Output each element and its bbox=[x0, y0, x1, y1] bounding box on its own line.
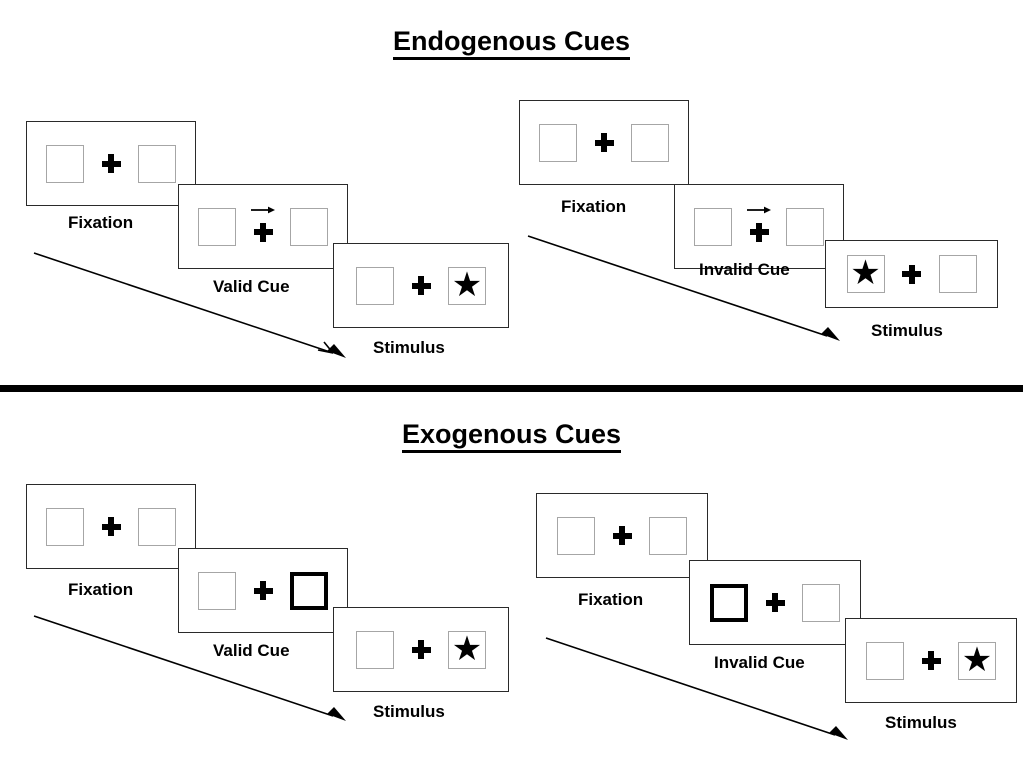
star-icon: ★ bbox=[451, 629, 483, 668]
endogenous-title-text: Endogenous Cues bbox=[392, 26, 630, 60]
star-icon: ★ bbox=[961, 640, 993, 679]
stimulus-box-left bbox=[694, 207, 732, 246]
stimulus-box-left bbox=[46, 507, 84, 546]
fixation-center bbox=[407, 628, 435, 672]
stimulus-box-left bbox=[356, 630, 394, 669]
stimulus-box-left bbox=[557, 516, 595, 555]
stimulus-box-left bbox=[198, 207, 236, 246]
stimulus-box-right: ★ bbox=[448, 629, 486, 669]
panel-exogenous-invalid-stimulus[interactable]: ★ bbox=[845, 618, 1017, 703]
fixation-center bbox=[407, 264, 435, 308]
stimulus-box-left bbox=[356, 266, 394, 305]
panel-content bbox=[690, 561, 860, 644]
panel-endogenous-valid-stimulus[interactable]: ★ bbox=[333, 243, 509, 328]
time-arrow-exogenous-invalid bbox=[545, 637, 848, 740]
stimulus-box-right bbox=[138, 507, 176, 546]
stimulus-box-left bbox=[866, 641, 904, 680]
fixation-cross-icon bbox=[101, 517, 121, 536]
endogenous-section-title: Endogenous Cues bbox=[0, 26, 1023, 60]
cue-arrow-right-icon bbox=[251, 206, 275, 213]
label-endogenous-valid-stimulus: Stimulus bbox=[373, 338, 445, 357]
exogenous-title-text: Exogenous Cues bbox=[401, 419, 622, 453]
fixation-center bbox=[761, 581, 789, 625]
fixation-cross-icon bbox=[612, 526, 632, 545]
panel-content bbox=[179, 185, 347, 268]
stimulus-box-right bbox=[786, 207, 824, 246]
panel-content bbox=[675, 185, 843, 268]
fixation-cross-icon bbox=[411, 276, 431, 295]
stimulus-box-right bbox=[138, 144, 176, 183]
section-divider bbox=[0, 385, 1023, 392]
panel-content: ★ bbox=[846, 619, 1016, 702]
label-endogenous-valid-cue: Valid Cue bbox=[213, 277, 290, 296]
stimulus-box-left bbox=[198, 571, 236, 610]
stimulus-box-right bbox=[802, 583, 840, 622]
panel-content bbox=[27, 485, 195, 568]
panel-content bbox=[179, 549, 347, 632]
fixation-center bbox=[97, 505, 125, 549]
fixation-cross-icon bbox=[765, 593, 785, 612]
star-icon: ★ bbox=[850, 254, 881, 292]
label-endogenous-valid-fixation: Fixation bbox=[68, 213, 134, 232]
panel-endogenous-invalid-cue[interactable] bbox=[674, 184, 844, 269]
stimulus-box-right: ★ bbox=[448, 265, 486, 305]
stimulus-box-left bbox=[46, 144, 84, 183]
fixation-cross-icon bbox=[594, 133, 614, 152]
panel-exogenous-valid-stimulus[interactable]: ★ bbox=[333, 607, 509, 692]
fixation-center bbox=[590, 121, 618, 165]
fixation-cross-icon bbox=[253, 222, 273, 242]
label-exogenous-invalid-cue: Invalid Cue bbox=[714, 653, 805, 672]
panel-content: ★ bbox=[334, 608, 508, 691]
stimulus-box-left bbox=[539, 123, 577, 162]
stimulus-box-right: ★ bbox=[958, 640, 996, 680]
stimulus-box-right bbox=[938, 255, 977, 293]
star-icon: ★ bbox=[451, 265, 483, 304]
fixation-center bbox=[745, 205, 773, 249]
panel-endogenous-valid-fixation[interactable] bbox=[26, 121, 196, 206]
fixation-center bbox=[249, 569, 277, 613]
panel-exogenous-valid-fixation[interactable] bbox=[26, 484, 196, 569]
stimulus-box-right-cued bbox=[290, 571, 328, 610]
panel-content: ★ bbox=[826, 241, 997, 307]
panel-endogenous-invalid-stimulus[interactable]: ★ bbox=[825, 240, 998, 308]
fixation-cross-icon bbox=[749, 222, 769, 242]
fixation-cross-icon bbox=[921, 651, 941, 670]
panel-content bbox=[537, 494, 707, 577]
stimulus-box-left-cued bbox=[710, 583, 748, 622]
panel-exogenous-valid-cue[interactable] bbox=[178, 548, 348, 633]
label-exogenous-valid-cue: Valid Cue bbox=[213, 641, 290, 660]
panel-content bbox=[520, 101, 688, 184]
stimulus-box-right bbox=[631, 123, 669, 162]
panel-exogenous-invalid-cue[interactable] bbox=[689, 560, 861, 645]
label-endogenous-invalid-fixation: Fixation bbox=[561, 197, 627, 216]
stimulus-box-right bbox=[649, 516, 687, 555]
label-exogenous-valid-stimulus: Stimulus bbox=[373, 702, 445, 721]
panel-endogenous-valid-cue[interactable] bbox=[178, 184, 348, 269]
label-exogenous-invalid-stimulus: Stimulus bbox=[885, 713, 957, 732]
fixation-center bbox=[608, 514, 636, 558]
fixation-center bbox=[917, 639, 945, 683]
cue-arrow-right-icon bbox=[747, 206, 771, 213]
label-endogenous-invalid-stimulus: Stimulus bbox=[871, 321, 943, 340]
panel-endogenous-invalid-fixation[interactable] bbox=[519, 100, 689, 185]
label-exogenous-valid-fixation: Fixation bbox=[68, 580, 134, 599]
panel-content: ★ bbox=[334, 244, 508, 327]
stimulus-box-right bbox=[290, 207, 328, 246]
panel-content bbox=[27, 122, 195, 205]
fixation-cross-icon bbox=[902, 264, 921, 284]
fixation-cross-icon bbox=[411, 640, 431, 659]
label-endogenous-invalid-cue: Invalid Cue bbox=[699, 260, 790, 279]
exogenous-section-title: Exogenous Cues bbox=[0, 419, 1023, 453]
fixation-center bbox=[97, 142, 125, 186]
fixation-cross-icon bbox=[253, 581, 273, 600]
fixation-center bbox=[249, 205, 277, 249]
label-exogenous-invalid-fixation: Fixation bbox=[578, 590, 644, 609]
panel-exogenous-invalid-fixation[interactable] bbox=[536, 493, 708, 578]
stimulus-box-left: ★ bbox=[846, 254, 885, 293]
fixation-center bbox=[898, 252, 926, 296]
fixation-cross-icon bbox=[101, 154, 121, 173]
